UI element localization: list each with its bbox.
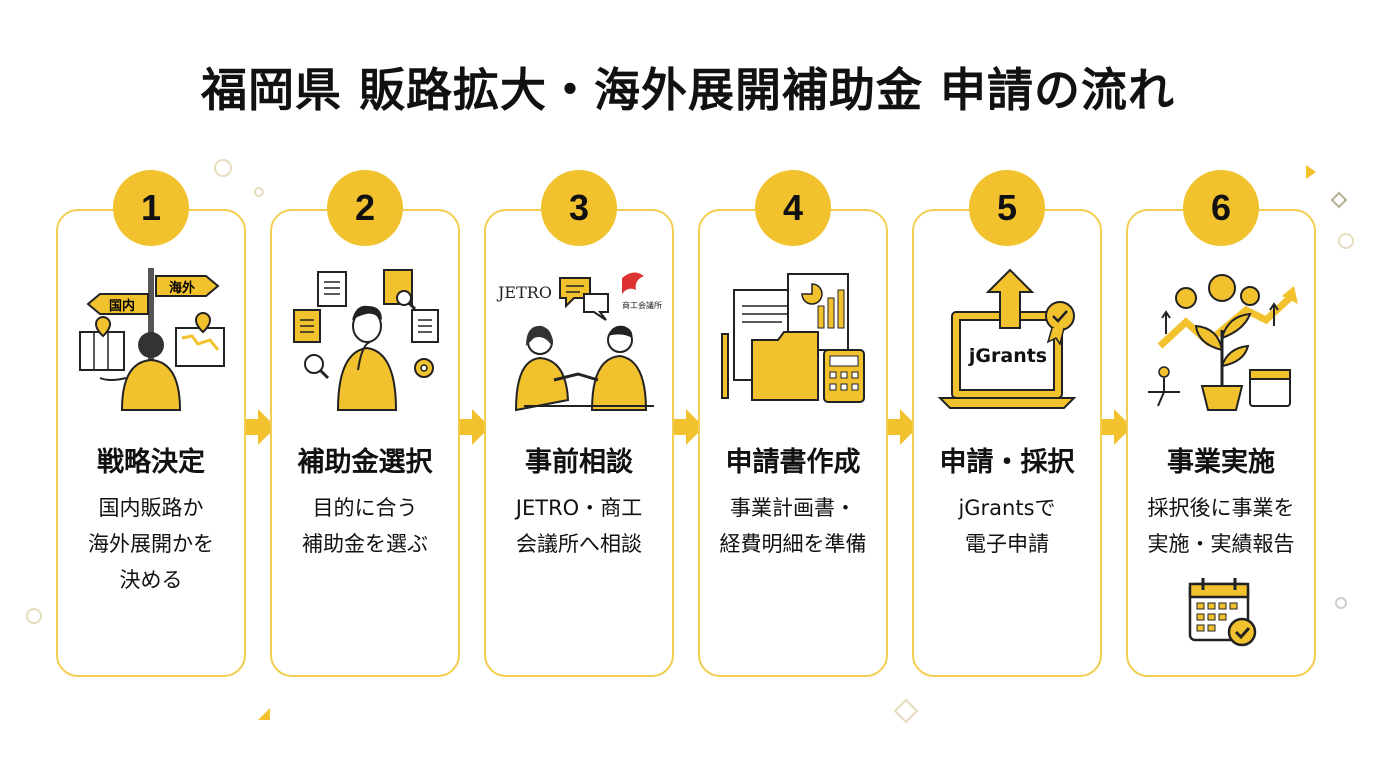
signpost-overseas-label: 海外 [169,280,195,296]
step-card-2 [270,209,460,677]
decor-circle-icon [1338,233,1354,249]
step-title: 補助金選択 [297,447,433,478]
decor-circle-icon [254,187,264,197]
decor-circle-icon [26,608,42,624]
step-description: 国内販路か 海外展開かを 決める [88,496,214,592]
signpost-strategy-icon: 海外 国内 [79,268,225,411]
step-number-badge: 5 [969,170,1045,246]
documents-calculator-icon [721,273,865,403]
laptop-upload-icon: jGrants [937,268,1077,409]
step-number-badge: 2 [327,170,403,246]
flow-arrow-icon [666,409,704,445]
step-description: 採択後に事業を 実施・実績報告 [1147,496,1295,556]
decor-triangle-icon [1306,165,1316,179]
flow-arrow-icon [1094,409,1132,445]
step-description: JETRO・商工 会議所へ相談 [515,496,643,556]
growth-plant-icon [1148,274,1298,411]
flow-arrow-icon [238,409,276,445]
step-description: jGrantsで 電子申請 [958,496,1056,556]
decor-circle-icon [1335,597,1347,609]
step-title: 戦略決定 [97,447,205,478]
step-title: 申請書作成 [725,447,861,478]
decor-diamond-icon [1330,191,1348,209]
chamber-of-commerce-logo: 商工会議所 [622,300,662,310]
page-title: 福岡県 販路拡大・海外展開補助金 申請の流れ [200,63,1176,117]
signpost-domestic-label: 国内 [109,298,135,314]
flow-arrow-icon [880,409,918,445]
step-number-badge: 6 [1183,170,1259,246]
flow-arrow-icon [452,409,490,445]
decor-triangle-icon [258,708,270,720]
decor-circle-icon [214,159,232,177]
decor-diamond-icon [893,698,919,724]
step-title: 申請・採択 [939,447,1075,478]
calendar-check-icon [1188,578,1257,647]
jetro-logo: JETRO [496,283,552,302]
step-number-badge: 1 [113,170,189,246]
step-description: 目的に合う 補助金を選ぶ [302,496,428,556]
step-number-badge: 4 [755,170,831,246]
step-title: 事前相談 [525,447,633,478]
step-number-badge: 3 [541,170,617,246]
consultation-handshake-icon: JETRO 商工会議所 [496,272,662,412]
step-title: 事業実施 [1167,447,1275,478]
jgrants-label: jGrants [968,345,1047,367]
step-description: 事業計画書・ 経費明細を準備 [719,496,867,556]
thinking-person-icon [293,269,439,411]
